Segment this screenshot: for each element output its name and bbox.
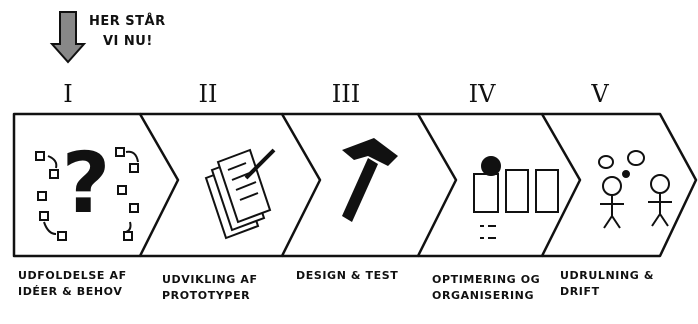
marker-line-2: VI NU! (89, 32, 166, 52)
stage-numeral-4: IV (452, 80, 512, 108)
stage-label-1-line-2: IDÉER & BEHOV (18, 284, 127, 300)
current-position-note: HER STÅR VI NU! (89, 12, 166, 52)
stage-label-1-line-1: UDFOLDELSE AF (18, 268, 127, 284)
stage-numeral-3: III (316, 80, 376, 108)
stage-label-3-line-1: DESIGN & TEST (296, 268, 398, 284)
stage-label-3: DESIGN & TEST (296, 268, 398, 284)
stage-numeral-5: V (570, 80, 630, 108)
stage-label-2-line-2: PROTOTYPER (162, 288, 258, 304)
stage-label-4: OPTIMERING OG ORGANISERING (432, 272, 540, 304)
stage-label-2-line-1: UDVIKLING AF (162, 272, 258, 288)
process-band (14, 114, 696, 256)
marker-line-1: HER STÅR (89, 14, 166, 29)
stage-label-5: UDRULNING & DRIFT (560, 268, 654, 300)
hammer-icon (342, 138, 398, 222)
stage-label-5-line-2: DRIFT (560, 284, 654, 300)
stage-label-1: UDFOLDELSE AF IDÉER & BEHOV (18, 268, 127, 300)
stage-label-4-line-1: OPTIMERING OG (432, 272, 540, 288)
stage-label-2: UDVIKLING AF PROTOTYPER (162, 272, 258, 304)
question-ideas-icon: ? (36, 134, 138, 240)
stage-label-5-line-1: UDRULNING & (560, 268, 654, 284)
stage-numeral-1: I (38, 80, 98, 108)
prototype-papers-icon (206, 150, 274, 238)
stage-numeral-2: II (178, 80, 238, 108)
stage-label-4-line-2: ORGANISERING (432, 288, 540, 304)
svg-text:?: ? (62, 134, 111, 232)
organization-boards-icon (474, 157, 558, 238)
down-arrow-icon (52, 12, 84, 62)
people-talking-icon (599, 151, 672, 228)
